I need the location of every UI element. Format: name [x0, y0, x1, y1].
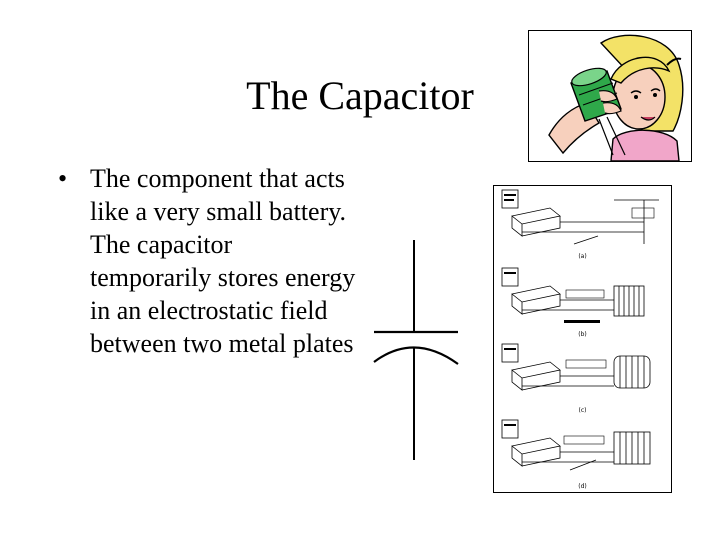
capacitor-charging-diagram: (a) [493, 185, 672, 493]
panel-label-a: (a) [578, 253, 587, 260]
diagram-panel-d: (d) [494, 416, 671, 492]
diagram-panel-a: (a) [494, 186, 671, 262]
girl-holding-capacitor-clipart [528, 30, 692, 162]
diagram-panel-c: (c) [494, 340, 671, 416]
diagram-panel-b: (b) [494, 264, 671, 340]
bullet-marker: • [58, 164, 68, 193]
panel-label-c: (c) [578, 407, 587, 414]
bullet-text: The component that acts like a very smal… [90, 164, 356, 358]
panel-label-b: (b) [578, 331, 587, 338]
capacitor-schematic-symbol [368, 236, 478, 464]
panel-label-d: (d) [578, 483, 587, 490]
slide-title: The Capacitor [246, 73, 474, 118]
